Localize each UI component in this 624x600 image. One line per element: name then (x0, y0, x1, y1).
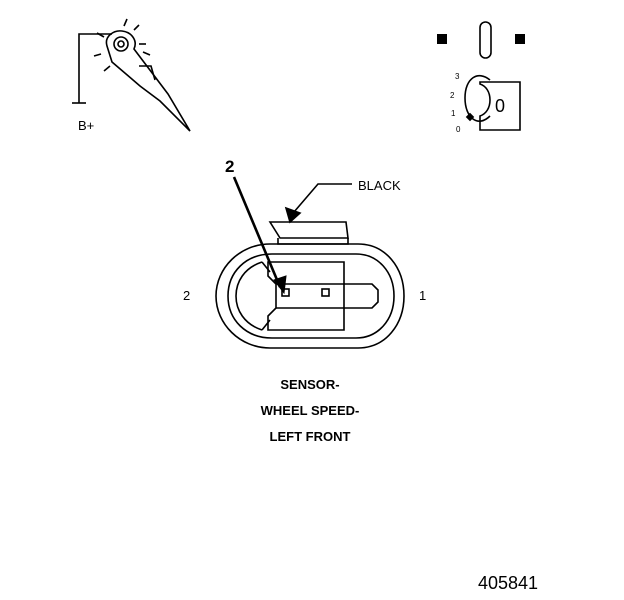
test-light-probe-icon (72, 18, 191, 132)
key-current-position: 0 (495, 96, 506, 116)
key-position-2: 2 (450, 91, 455, 100)
connector-face-icon (215, 221, 405, 349)
caption-line-1: SENSOR- (280, 377, 340, 392)
figure-number: 405841 (478, 573, 539, 593)
connector-side-left-label: 2 (183, 288, 191, 303)
wire-color-label: BLACK (358, 178, 401, 193)
battery-positive-label: B+ (78, 118, 95, 133)
caption-line-3: LEFT FRONT (269, 429, 351, 444)
ignition-key-icon (437, 21, 525, 131)
connector-side-right-label: 1 (419, 288, 427, 303)
pin-callout-leader (232, 176, 287, 295)
caption-line-2: WHEEL SPEED- (260, 403, 360, 418)
wire-color-leader (284, 183, 352, 224)
component-caption: SENSOR- WHEEL SPEED- LEFT FRONT (215, 372, 405, 450)
key-position-0: 0 (456, 125, 461, 134)
key-position-3: 3 (455, 72, 460, 81)
pin-callout-label: 2 (225, 157, 235, 176)
key-position-1: 1 (451, 109, 456, 118)
